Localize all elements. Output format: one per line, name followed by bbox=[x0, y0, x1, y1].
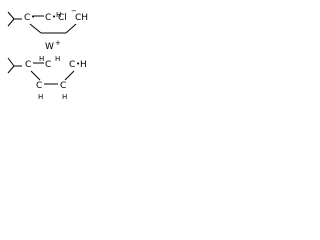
ring-top-bond-3 bbox=[65, 23, 77, 34]
atom-h-bottom-left: H bbox=[38, 93, 43, 101]
isopropyl-bottom-bond-1 bbox=[7, 57, 15, 67]
radical-dot-top-left: • bbox=[31, 13, 35, 21]
atom-c-bottom-right: C bbox=[69, 60, 75, 70]
charge-w-plus: + bbox=[55, 39, 61, 47]
ring-top-bond-2 bbox=[29, 23, 42, 34]
atom-c-bottom-c-right: C bbox=[60, 81, 66, 91]
atom-h-cl: H bbox=[56, 11, 61, 19]
atom-ch-top-right: CH bbox=[75, 13, 88, 23]
atom-cl: Cl bbox=[58, 13, 67, 23]
isopropyl-top-bond-1 bbox=[7, 11, 15, 20]
atom-h-right: H bbox=[55, 55, 60, 63]
atom-c-bottom-c-left: C bbox=[36, 81, 42, 91]
structure-svg: C • C • H Cl − CH W + C H C H C • H C C bbox=[7, 7, 88, 101]
atom-h-far-right: H bbox=[80, 60, 87, 70]
atom-w: W bbox=[45, 42, 54, 52]
ring-bottom-bond-3 bbox=[64, 70, 75, 81]
radical-dot-top-mid: • bbox=[52, 13, 56, 21]
atom-c-bottom-mid: C bbox=[45, 60, 51, 70]
charge-cl-minus: − bbox=[71, 7, 77, 15]
ring-bottom-bond-2 bbox=[30, 70, 41, 81]
atom-h-bottom-right: H bbox=[62, 93, 67, 101]
atom-c-top-mid: C bbox=[45, 13, 51, 23]
atom-h-left: H bbox=[39, 55, 44, 63]
atom-c-top-left: C bbox=[24, 13, 30, 23]
chemical-structure-diagram: C • C • H Cl − CH W + C H C H C • H C C bbox=[0, 0, 99, 101]
radical-dot-bottom: • bbox=[76, 60, 80, 68]
atom-c-bottom-left: C bbox=[25, 60, 31, 70]
isopropyl-top-bond-3 bbox=[7, 18, 15, 27]
isopropyl-bottom-bond-3 bbox=[7, 65, 15, 74]
